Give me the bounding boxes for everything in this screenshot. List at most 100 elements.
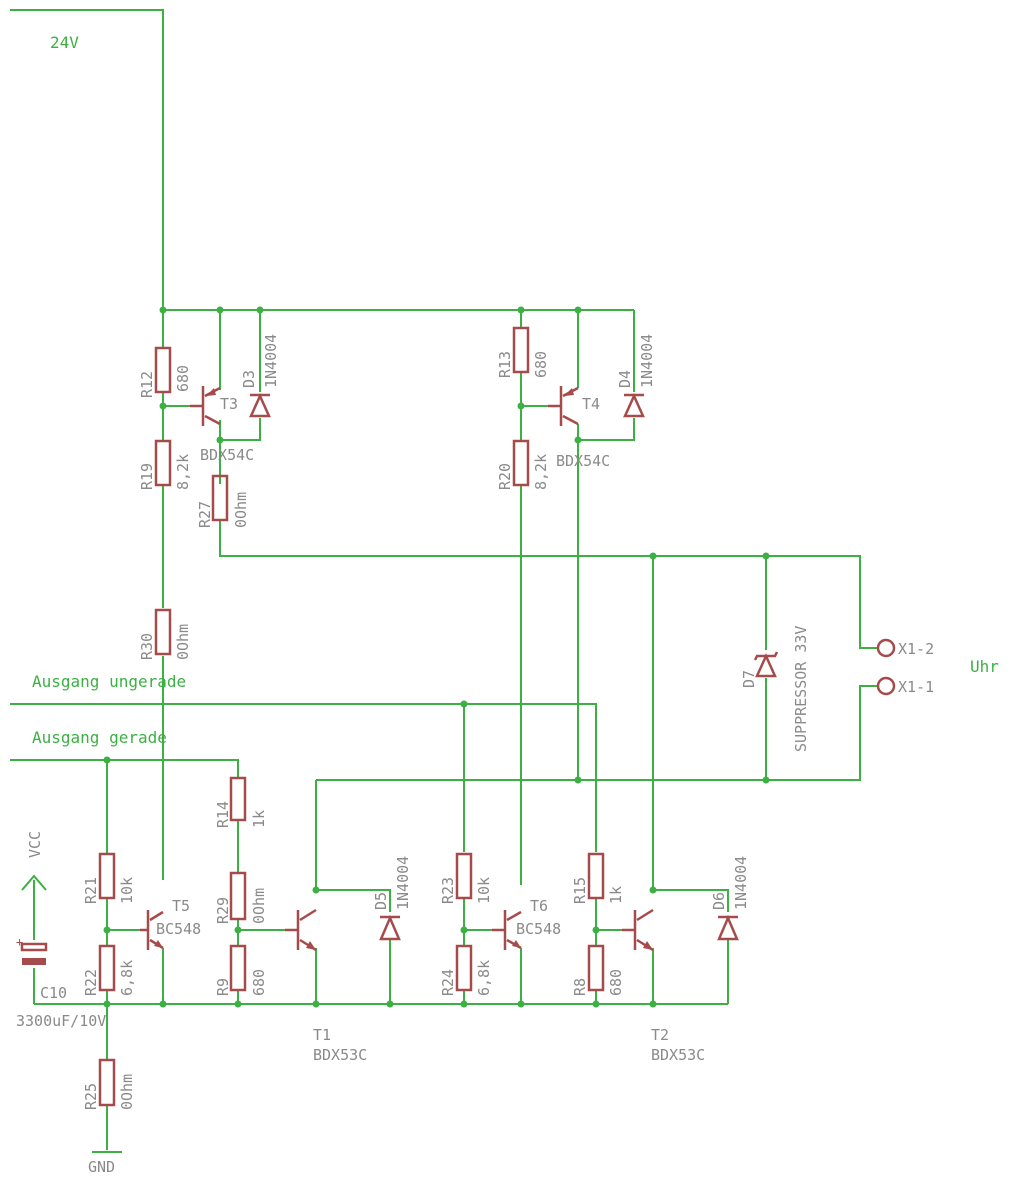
label-r14: R14 — [214, 801, 232, 828]
label-vcc: VCC — [26, 831, 44, 858]
transistor-t5 — [140, 910, 164, 950]
label-t5: T5 — [172, 897, 190, 915]
resistor-r21 — [98, 852, 116, 900]
label-r27: R27 — [196, 501, 214, 528]
value-t4: BDX54C — [556, 452, 610, 470]
resistors — [98, 326, 605, 1107]
junctions — [103, 306, 770, 1008]
capacitor-c10: + — [16, 935, 48, 965]
svg-text:+: + — [16, 935, 23, 949]
label-r21: R21 — [82, 877, 100, 904]
wires — [10, 9, 878, 1150]
resistor-r27 — [211, 474, 229, 522]
label-d5: D5 — [372, 892, 390, 910]
transistor-t1 — [285, 908, 317, 952]
resistor-r25 — [98, 1058, 116, 1107]
label-t1: T1 — [313, 1026, 331, 1044]
value-r8: 680 — [607, 969, 625, 996]
transistors — [140, 386, 654, 952]
transistor-t6 — [492, 910, 522, 950]
value-t5: BC548 — [156, 920, 201, 938]
resistor-r30 — [154, 608, 172, 656]
connector-x1-1-icon — [876, 676, 896, 696]
resistor-r20 — [512, 439, 530, 487]
vcc-arrow-icon — [21, 874, 47, 891]
resistor-r9 — [229, 944, 247, 992]
label-gnd: GND — [88, 1158, 115, 1176]
label-x1-1: X1-1 — [898, 678, 934, 696]
net-label-24v: 24V — [50, 33, 79, 52]
value-d5: 1N4004 — [394, 856, 412, 910]
label-d6: D6 — [710, 892, 728, 910]
part-labels: R12 680 R19 8,2k R27 0Ohm R30 0Ohm R13 6… — [16, 334, 934, 1176]
value-r12: 680 — [174, 365, 192, 392]
value-r20: 8,2k — [532, 454, 550, 490]
transistor-t4 — [548, 386, 579, 426]
label-t4: T4 — [582, 395, 600, 413]
value-r15: 1k — [607, 886, 625, 904]
resistor-r22 — [98, 944, 116, 992]
value-t3: BDX54C — [200, 446, 254, 464]
resistor-r8 — [587, 944, 605, 992]
transistor-t3 — [190, 386, 221, 426]
value-r25: 0Ohm — [118, 1074, 136, 1110]
label-c10: C10 — [40, 984, 67, 1002]
resistor-r14 — [229, 776, 247, 822]
label-r30: R30 — [138, 633, 156, 660]
value-d4: 1N4004 — [638, 334, 656, 388]
label-r24: R24 — [439, 969, 457, 996]
diodes — [249, 392, 779, 941]
transistor-t2 — [622, 908, 654, 952]
label-t3: T3 — [220, 395, 238, 413]
resistor-r15 — [587, 852, 605, 900]
value-t6: BC548 — [516, 920, 561, 938]
diode-d3 — [249, 392, 271, 418]
diode-d5 — [379, 914, 401, 941]
label-r15: R15 — [571, 877, 589, 904]
label-r8: R8 — [571, 978, 589, 996]
value-t1: BDX53C — [313, 1046, 367, 1064]
value-r30: 0Ohm — [174, 624, 192, 660]
resistor-r24 — [455, 944, 473, 992]
value-r14: 1k — [250, 810, 268, 828]
resistor-r12 — [154, 346, 172, 394]
value-c10: 3300uF/10V — [16, 1012, 106, 1030]
value-r27: 0Ohm — [232, 492, 250, 528]
label-r12: R12 — [138, 371, 156, 398]
value-t2: BDX53C — [651, 1046, 705, 1064]
diode-d4 — [623, 392, 645, 418]
value-d3: 1N4004 — [262, 334, 280, 388]
label-d4: D4 — [616, 370, 634, 388]
label-d3: D3 — [240, 370, 258, 388]
resistor-r13 — [512, 326, 530, 374]
label-r19: R19 — [138, 463, 156, 490]
label-d7: D7 — [740, 670, 758, 688]
value-r21: 10k — [118, 877, 136, 904]
connector-x1-2-icon — [876, 638, 896, 658]
value-r29: 0Ohm — [250, 888, 268, 924]
resistor-r19 — [154, 439, 172, 487]
resistor-r29 — [229, 871, 247, 921]
label-x1-2: X1-2 — [898, 640, 934, 658]
label-r29: R29 — [214, 897, 232, 924]
value-r9: 680 — [250, 969, 268, 996]
value-r24: 6,8k — [475, 960, 493, 996]
resistor-r23 — [455, 852, 473, 900]
diode-d6 — [717, 914, 739, 941]
label-t6: T6 — [530, 897, 548, 915]
label-t2: T2 — [651, 1026, 669, 1044]
net-label-ausgang-gerade: Ausgang gerade — [32, 728, 167, 747]
label-r22: R22 — [82, 969, 100, 996]
value-d6: 1N4004 — [732, 856, 750, 910]
label-r9: R9 — [214, 978, 232, 996]
label-r20: R20 — [496, 463, 514, 490]
label-r25: R25 — [82, 1083, 100, 1110]
net-label-uhr: Uhr — [970, 657, 999, 676]
value-r23: 10k — [475, 877, 493, 904]
label-r23: R23 — [439, 877, 457, 904]
suppressor-d7 — [753, 651, 779, 678]
net-label-ausgang-ungerade: Ausgang ungerade — [32, 672, 186, 691]
label-r13: R13 — [496, 351, 514, 378]
value-r13: 680 — [532, 351, 550, 378]
